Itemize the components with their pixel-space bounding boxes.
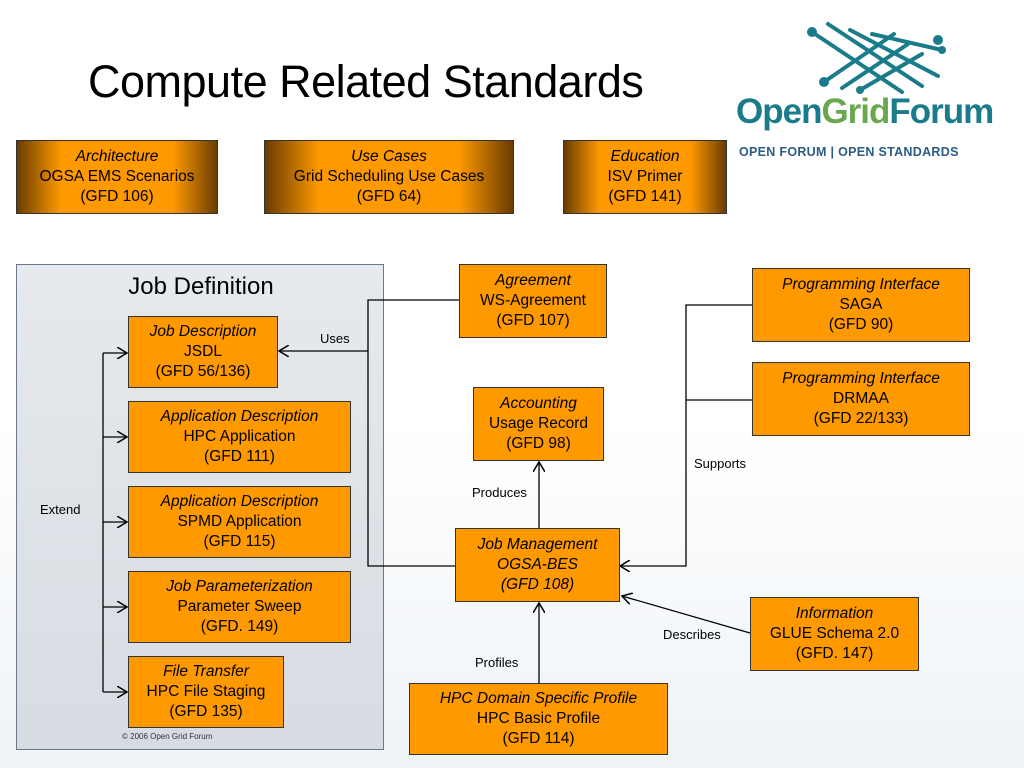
agreement-box: Agreement WS-Agreement (GFD 107)	[459, 264, 607, 338]
extend-label: Extend	[40, 502, 81, 517]
drmaa-box: Programming Interface DRMAA (GFD 22/133)	[752, 362, 970, 436]
logo-wordmark: OpenGridForum	[736, 92, 994, 131]
spmd-application-box: Application Description SPMD Application…	[128, 486, 351, 558]
education-box: Education ISV Primer (GFD 141)	[563, 140, 727, 214]
produces-label: Produces	[472, 485, 527, 500]
parameter-sweep-box: Job Parameterization Parameter Sweep (GF…	[128, 571, 351, 643]
supports-label: Supports	[694, 456, 747, 471]
page-title: Compute Related Standards	[88, 56, 644, 107]
hpc-application-box: Application Description HPC Application …	[128, 401, 351, 473]
copyright-text: © 2006 Open Grid Forum	[122, 732, 213, 741]
accounting-box: Accounting Usage Record (GFD 98)	[473, 387, 604, 461]
logo-tagline: OPEN FORUM | OPEN STANDARDS	[739, 145, 959, 159]
job-management-box: Job Management OGSA-BES (GFD 108)	[455, 528, 620, 602]
profiles-label: Profiles	[475, 655, 519, 670]
uses-label: Uses	[320, 331, 350, 346]
grid-network-icon	[807, 22, 946, 94]
file-staging-box: File Transfer HPC File Staging (GFD 135)	[128, 656, 284, 728]
describes-label: Describes	[663, 627, 721, 642]
information-box: Information GLUE Schema 2.0 (GFD. 147)	[750, 597, 919, 671]
use-cases-box: Use Cases Grid Scheduling Use Cases (GFD…	[264, 140, 514, 214]
job-definition-title: Job Definition	[128, 273, 274, 300]
architecture-box: Architecture OGSA EMS Scenarios (GFD 106…	[16, 140, 218, 214]
saga-box: Programming Interface SAGA (GFD 90)	[752, 268, 970, 342]
jsdl-box: Job Description JSDL (GFD 56/136)	[128, 316, 278, 388]
hpc-profile-box: HPC Domain Specific Profile HPC Basic Pr…	[409, 683, 668, 755]
